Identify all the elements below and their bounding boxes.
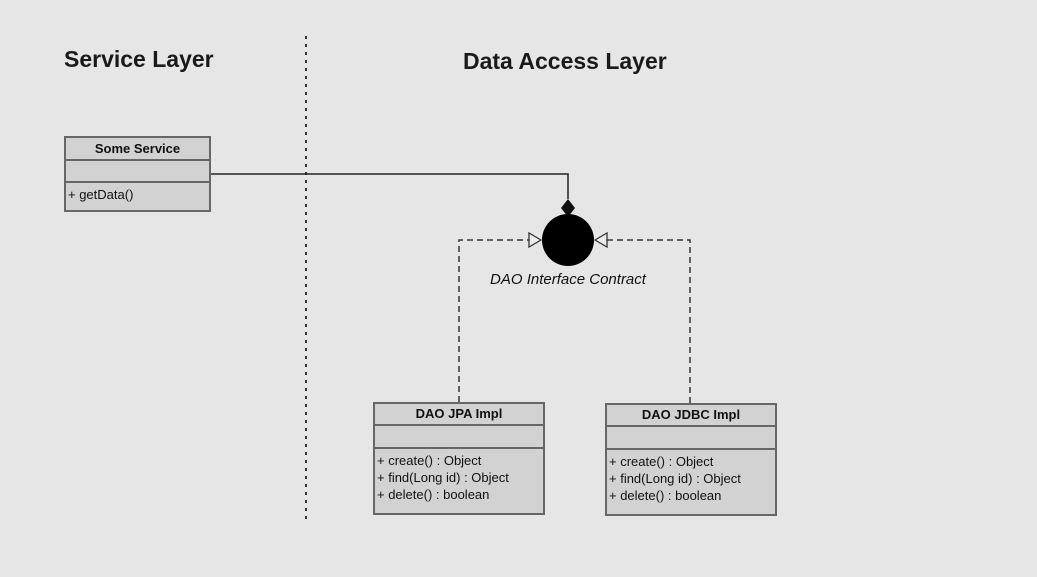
- dao-jpa-class-name: DAO JPA Impl: [375, 404, 543, 426]
- dao-jpa-attributes-compartment: [375, 426, 543, 449]
- realization-arrow-left-icon: [528, 231, 543, 249]
- dao-jdbc-class-box: DAO JDBC Impl + create() : Object + find…: [605, 403, 777, 516]
- edge-jdbc-to-interface: [605, 239, 691, 403]
- dao-jpa-operations-compartment: + create() : Object + find(Long id) : Ob…: [375, 449, 543, 506]
- edge-jpa-to-interface: [458, 239, 531, 402]
- service-layer-title: Service Layer: [64, 46, 214, 72]
- service-operations-compartment: + getData(): [66, 183, 209, 206]
- dao-jpa-operation: + create() : Object: [377, 453, 482, 468]
- dao-jdbc-class-name: DAO JDBC Impl: [607, 405, 775, 427]
- dao-jdbc-attributes-compartment: [607, 427, 775, 450]
- service-class-name: Some Service: [66, 138, 209, 161]
- dao-jdbc-operations-compartment: + create() : Object + find(Long id) : Ob…: [607, 450, 775, 507]
- interface-label: DAO Interface Contract: [490, 271, 646, 288]
- service-attributes-compartment: [66, 161, 209, 183]
- dao-jdbc-operation: + find(Long id) : Object: [609, 471, 741, 486]
- edge-service-to-interface: [211, 173, 569, 199]
- dao-jpa-operation: + delete() : boolean: [377, 487, 490, 502]
- service-operation: + getData(): [68, 187, 134, 202]
- composition-diamond-icon: [561, 199, 575, 217]
- dao-jdbc-operation: + create() : Object: [609, 454, 714, 469]
- dao-jpa-class-box: DAO JPA Impl + create() : Object + find(…: [373, 402, 545, 515]
- service-class-box: Some Service + getData(): [64, 136, 211, 212]
- dao-jpa-operation: + find(Long id) : Object: [377, 470, 509, 485]
- data-access-layer-title: Data Access Layer: [463, 48, 667, 74]
- realization-arrow-right-icon: [593, 231, 608, 249]
- dao-jdbc-operation: + delete() : boolean: [609, 488, 722, 503]
- interface-node-icon: [542, 214, 594, 266]
